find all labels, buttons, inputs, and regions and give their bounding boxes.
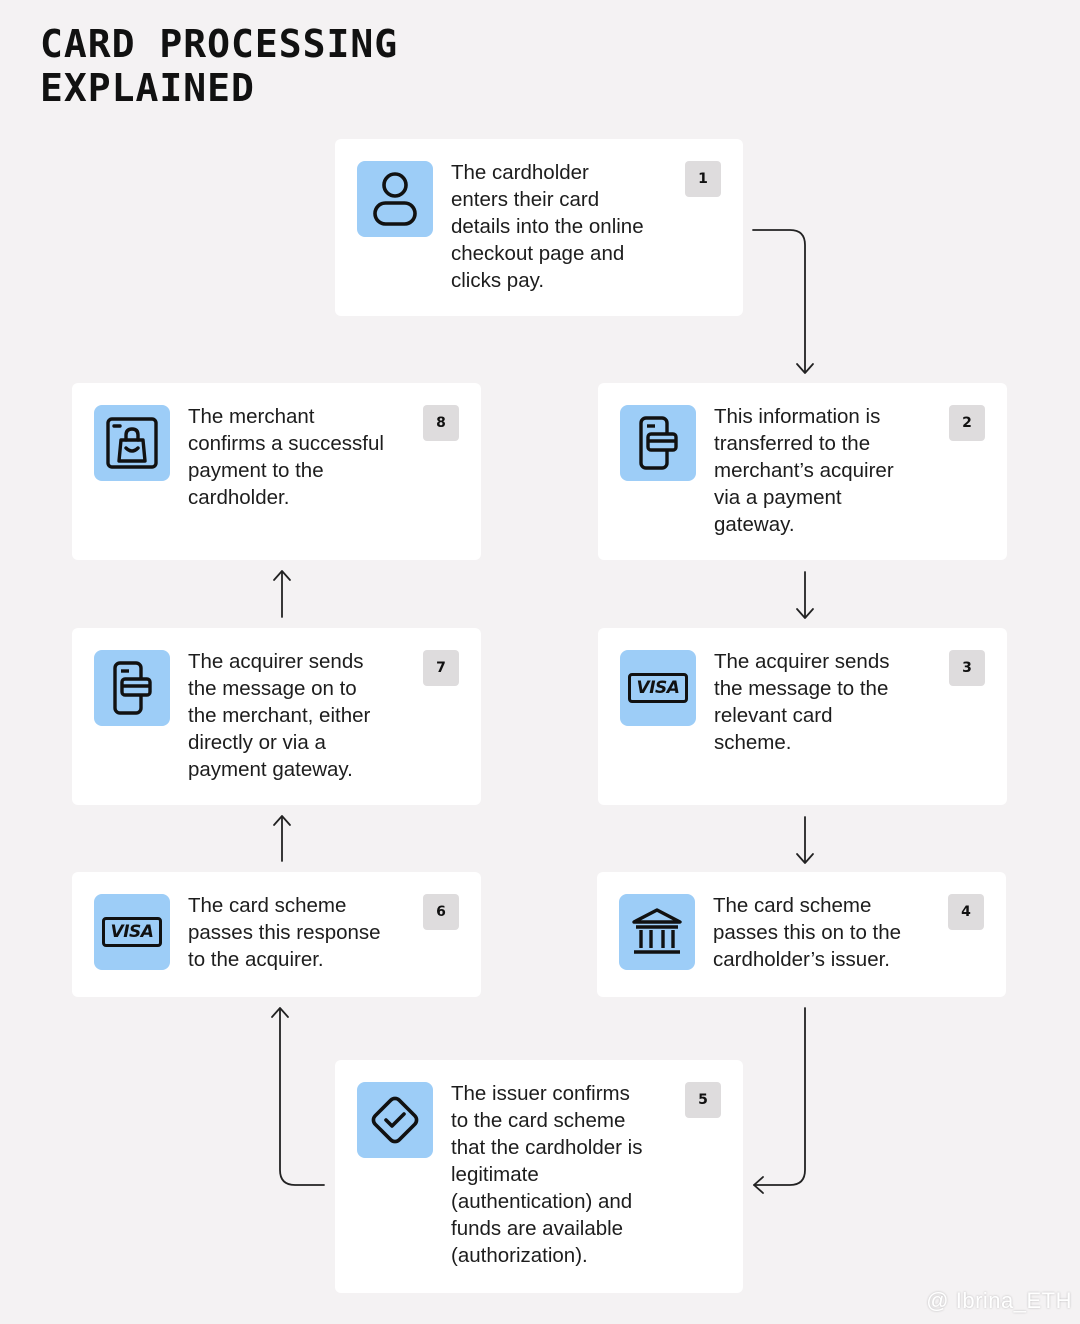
step-2-text: This information is transferred to the m… [714, 405, 894, 536]
step-7-text: The acquirer sends the message on to the… [188, 650, 371, 781]
arrow-6-to-7-head [273, 815, 291, 826]
step-5-text: The issuer confirms to the card scheme t… [451, 1082, 643, 1267]
step-4-text: The card scheme passes this on to the ca… [713, 894, 902, 971]
arrow-5-to-6-head [271, 1007, 289, 1018]
arrow-3-to-4-head [796, 853, 814, 864]
visa-icon: VISA [101, 917, 163, 947]
step-card-5: The issuer confirms to the card scheme t… [335, 1060, 743, 1293]
step-1-text: The cardholder enters their card details… [451, 161, 644, 292]
step-8-icon-box [94, 405, 170, 481]
step-card-3: VISA The acquirer sends the message to t… [598, 628, 1007, 805]
step-3-icon-box: VISA [620, 650, 696, 726]
payment-gateway-icon [113, 661, 152, 715]
step-1-number: 1 [685, 161, 721, 197]
step-card-2: This information is transferred to the m… [598, 383, 1007, 560]
step-4-number: 4 [948, 894, 984, 930]
step-card-6: VISA The card scheme passes this respons… [72, 872, 481, 997]
step-3-text: The acquirer sends the message to the re… [714, 650, 890, 754]
step-6-icon-box: VISA [94, 894, 170, 970]
arrow-4-to-5 [753, 1007, 806, 1186]
payment-gateway-icon [639, 416, 678, 470]
step-8-text: The merchant confirms a successful payme… [188, 405, 384, 509]
visa-icon: VISA [627, 673, 689, 703]
step-card-4: The card scheme passes this on to the ca… [597, 872, 1006, 997]
step-card-8: The merchant confirms a successful payme… [72, 383, 481, 560]
step-5-icon-box [357, 1082, 433, 1158]
arrow-1-to-2-head [796, 363, 814, 374]
step-3-number: 3 [949, 650, 985, 686]
step-5-number: 5 [685, 1082, 721, 1118]
page-title: CARD PROCESSING EXPLAINED [40, 22, 398, 110]
arrow-7-to-8-head [273, 570, 291, 581]
step-2-icon-box [620, 405, 696, 481]
watermark: @ Ibrina_ETH [926, 1288, 1072, 1313]
arrow-4-to-5-head [753, 1176, 764, 1194]
arrow-2-to-3-head [796, 608, 814, 619]
step-4-icon-box [619, 894, 695, 970]
step-7-icon-box [94, 650, 170, 726]
step-1-icon-box [357, 161, 433, 237]
arrow-1-to-2 [752, 229, 806, 373]
step-7-number: 7 [423, 650, 459, 686]
step-card-7: The acquirer sends the message on to the… [72, 628, 481, 805]
step-8-number: 8 [423, 405, 459, 441]
person-icon [373, 172, 417, 226]
shopping-bag-icon [106, 417, 158, 469]
arrow-5-to-6 [279, 1008, 325, 1186]
title-line-2: EXPLAINED [40, 66, 255, 110]
step-card-1: The cardholder enters their card details… [335, 139, 743, 316]
step-6-number: 6 [423, 894, 459, 930]
step-6-text: The card scheme passes this response to … [188, 894, 381, 971]
title-line-1: CARD PROCESSING [40, 22, 399, 66]
step-2-number: 2 [949, 405, 985, 441]
check-diamond-icon [371, 1096, 419, 1144]
bank-icon [632, 908, 682, 954]
